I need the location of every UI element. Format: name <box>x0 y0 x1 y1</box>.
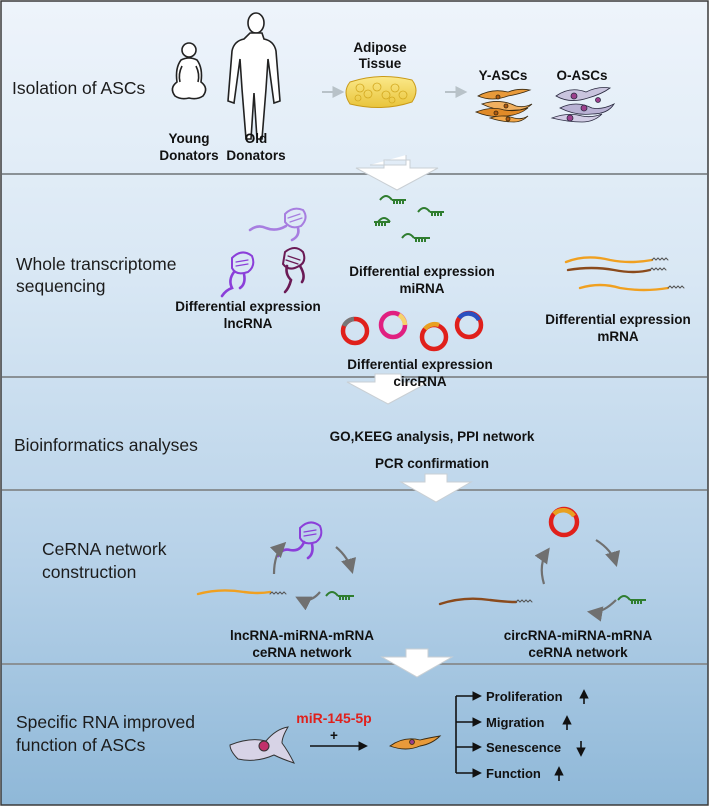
mirna-icon <box>617 595 646 604</box>
lncrna-label-line2: lncRNA <box>224 316 273 331</box>
stage-cerna: CeRNA network construction lncRNA <box>42 506 653 660</box>
circrna-label-line1: Differential expression <box>347 357 493 372</box>
stage-isolation: Isolation of ASCs Young Donators Old Don… <box>12 12 616 163</box>
adult-icon <box>227 12 281 140</box>
stage-title-cerna-line1: CeRNA network <box>42 539 167 559</box>
stage-arrow-icon <box>399 473 473 503</box>
stage-title-sequencing-line2: sequencing <box>16 276 106 296</box>
y-ascs-cells <box>474 88 533 123</box>
stage-title-function-line2: function of ASCs <box>16 735 146 755</box>
outcome-senescence: Senescence <box>486 740 561 755</box>
old-label-line1: Old <box>245 131 268 146</box>
outcomes-list: Proliferation Migration Senescence Funct… <box>486 689 563 781</box>
bioinformatics-line2: PCR confirmation <box>375 456 489 471</box>
outcome-bracket <box>455 691 482 778</box>
stage-title-sequencing-line1: Whole transcriptome <box>16 254 176 274</box>
mirna-label-line2: miRNA <box>399 281 444 296</box>
mrna-icon <box>196 589 287 596</box>
circrna-network-label-line2: ceRNA network <box>528 645 628 660</box>
stage-arrows <box>346 155 473 678</box>
circrna-cycle: circRNA-miRNA-mRNA ceRNA network <box>438 506 653 660</box>
mirna-label-line1: Differential expression <box>349 264 495 279</box>
stage-title-function-line1: Specific RNA improved <box>16 712 195 732</box>
cell-icon <box>229 726 295 764</box>
stage-bioinformatics: Bioinformatics analyses GO,KEEG analysis… <box>14 429 535 471</box>
stage-title-bioinformatics: Bioinformatics analyses <box>14 435 198 455</box>
o-ascs-label: O-ASCs <box>556 68 607 83</box>
stage-function: Specific RNA improved function of ASCs m… <box>16 689 589 781</box>
cycle-arrow-icon <box>534 539 621 622</box>
mrna-icon <box>438 597 533 606</box>
mirna-icon <box>325 591 354 600</box>
stage-title-cerna-line2: construction <box>42 562 136 582</box>
y-ascs-label: Y-ASCs <box>479 68 528 83</box>
cycle-arrow-icon <box>269 541 357 611</box>
o-ascs-cells <box>550 87 616 123</box>
lncrna-network-label-line2: ceRNA network <box>252 645 352 660</box>
circrna-label-line2: circRNA <box>393 374 447 389</box>
mrna-label-line2: mRNA <box>597 329 639 344</box>
mrna-label-line1: Differential expression <box>545 312 691 327</box>
circrna-network-label-line1: circRNA-miRNA-mRNA <box>504 628 653 643</box>
stage-arrow-icon <box>355 155 439 191</box>
lncrna-cycle: lncRNA-miRNA-mRNA ceRNA network <box>196 521 374 660</box>
circrna-icon <box>548 506 580 538</box>
stage-sequencing: Whole transcriptome sequencing <box>16 195 691 389</box>
bioinformatics-line1: GO,KEEG analysis, PPI network <box>330 429 535 444</box>
mrna-icon <box>564 256 685 292</box>
stage-dividers <box>2 173 707 665</box>
young-label-line2: Donators <box>159 148 218 163</box>
young-label-line1: Young <box>169 131 210 146</box>
stage-arrow-icon <box>380 648 454 678</box>
plus-sign: + <box>330 728 338 743</box>
baby-icon <box>171 42 207 100</box>
cell-icon <box>389 735 442 750</box>
lncrna-icon <box>220 207 307 298</box>
outcome-proliferation: Proliferation <box>486 689 563 704</box>
circrna-icon <box>340 310 484 352</box>
trend-arrows <box>554 689 589 781</box>
mirna-treatment-label: miR-145-5p <box>296 710 371 726</box>
cell-icon <box>550 113 603 123</box>
tissue-label-line1: Adipose <box>353 40 407 55</box>
stage-arrow-icon <box>346 373 430 405</box>
cell-icon <box>555 87 611 101</box>
adipose-tissue-icon <box>345 76 417 108</box>
outcome-function: Function <box>486 766 541 781</box>
lncrna-network-label-line1: lncRNA-miRNA-mRNA <box>230 628 374 643</box>
stage-title-isolation: Isolation of ASCs <box>12 78 146 98</box>
lncrna-label-line1: Differential expression <box>175 299 321 314</box>
outcome-migration: Migration <box>486 715 545 730</box>
old-label-line2: Donators <box>226 148 285 163</box>
tissue-label-line2: Tissue <box>359 56 402 71</box>
mirna-icon <box>374 195 444 242</box>
